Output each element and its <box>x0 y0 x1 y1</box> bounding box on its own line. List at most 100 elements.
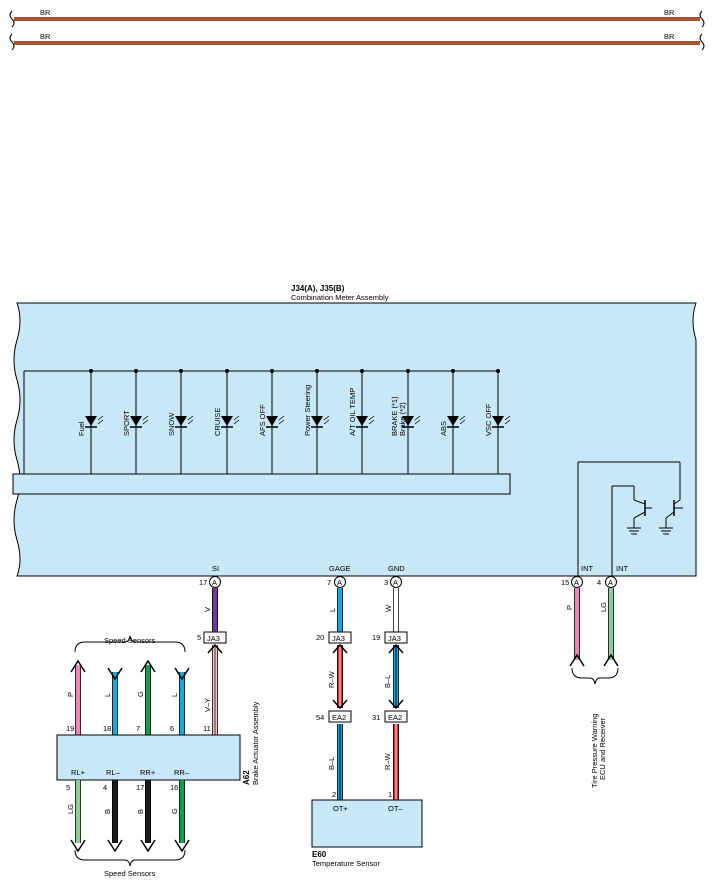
led-icon <box>130 416 142 426</box>
svg-text:L: L <box>170 693 179 697</box>
svg-text:A: A <box>574 578 579 587</box>
svg-text:1: 1 <box>388 790 392 799</box>
tpws-line1: Tire Pressure Warning <box>590 714 599 788</box>
svg-text:EA2: EA2 <box>332 713 346 722</box>
svg-text:RL–: RL– <box>106 768 121 777</box>
svg-text:R–W: R–W <box>327 670 336 688</box>
brake-bottom-wire: RR+ B 17 <box>136 768 156 853</box>
pin-int1-label: INT <box>581 564 594 573</box>
led-icon <box>447 416 459 426</box>
brake-top-wire: G7 <box>136 659 156 735</box>
svg-text:JA3: JA3 <box>207 634 220 643</box>
svg-text:B: B <box>136 809 145 814</box>
brake-bottom-wires: RL+LG5 RL– B 4 RR+ B 17 RR–G16 <box>66 768 190 853</box>
svg-text:G: G <box>136 691 145 697</box>
svg-text:L: L <box>328 608 337 612</box>
int-transistors <box>577 461 683 576</box>
brake-bottom-wire: RL+LG5 <box>66 768 86 853</box>
svg-text:4: 4 <box>103 783 107 792</box>
pin-gage: 7 A <box>327 576 346 588</box>
junction-ja3-si: 5 JA3 <box>197 631 227 644</box>
wire-sp1: V–Y <box>203 643 223 735</box>
wire2-right-label: BR <box>664 32 675 41</box>
svg-text:4: 4 <box>597 578 601 587</box>
led-icon <box>311 416 323 426</box>
led-label: Brake (*2) <box>398 402 407 436</box>
svg-text:6: 6 <box>170 724 174 733</box>
svg-text:3: 3 <box>384 578 388 587</box>
svg-text:RL+: RL+ <box>71 768 86 777</box>
led-label: SNOW <box>167 412 176 436</box>
svg-text:18: 18 <box>103 724 111 733</box>
svg-text:B–L: B–L <box>383 675 392 688</box>
pin-gage-label: GAGE <box>329 564 351 573</box>
led-label: Fuel <box>77 421 86 436</box>
wire-si: V <box>203 588 218 632</box>
svg-text:RR–: RR– <box>174 768 190 777</box>
svg-text:17: 17 <box>199 578 207 587</box>
svg-text:31: 31 <box>372 713 380 722</box>
junction-ea2-right: 31 EA2 <box>372 710 408 723</box>
svg-text:54: 54 <box>316 713 324 722</box>
wire1-left-label: BR <box>40 8 51 17</box>
svg-text:17: 17 <box>136 783 144 792</box>
brake-actuator-box <box>56 734 241 781</box>
brake-actuator-id: A62 <box>242 770 251 785</box>
led-branch: A/T OIL TEMP <box>348 369 375 474</box>
top-wire-1: BR BR <box>9 8 705 28</box>
svg-text:P: P <box>66 692 75 697</box>
pin-si-label: SI <box>212 564 219 573</box>
svg-text:5: 5 <box>197 633 201 642</box>
brake-top-wire: L 18 <box>103 667 123 735</box>
pin-int2-label: INT <box>616 564 629 573</box>
wire-int1: P <box>565 588 585 667</box>
svg-text:OT+: OT+ <box>333 804 348 813</box>
led-branch: AFS OFF <box>258 369 285 474</box>
pin-int2: 4 A <box>597 576 617 588</box>
pin-si: 17 A <box>199 576 221 588</box>
svg-text:L: L <box>103 693 112 697</box>
led-branch: ABS <box>439 369 466 474</box>
led-label: SPORT <box>122 410 131 436</box>
svg-text:Temperature Sensor: Temperature Sensor <box>312 859 380 868</box>
brake-top-wires: P19L18G7L611FL+FL–FR+FR–SP1 <box>66 659 221 747</box>
meter-name-label: Combination Meter Assembly <box>291 293 389 302</box>
svg-text:E60: E60 <box>312 850 327 859</box>
led-branch: CRUISE <box>213 369 240 474</box>
svg-text:R–W: R–W <box>383 752 392 770</box>
pin-gnd-label: GND <box>388 564 405 573</box>
wire-gnd: W <box>384 588 399 632</box>
svg-text:7: 7 <box>136 724 140 733</box>
led-icon <box>402 416 414 426</box>
svg-text:19: 19 <box>372 633 380 642</box>
svg-text:2: 2 <box>332 790 336 799</box>
brake-actuator-name: Brake Actuator Assembly <box>251 701 260 785</box>
led-label: A/T OIL TEMP <box>348 388 357 436</box>
meter-connector-label: J34(A), J35(B) <box>291 284 345 293</box>
wire-gage: L <box>328 588 343 632</box>
wire-bl-lower: B–L <box>327 724 343 800</box>
led-icon <box>85 416 97 426</box>
led-branch: BRAKE (*1)Brake (*2) <box>390 369 421 474</box>
svg-text:A: A <box>608 578 613 587</box>
sp1-pin-num: 11 <box>203 724 211 733</box>
brake-bottom-wire: RR–G16 <box>170 768 190 853</box>
led-branch: SPORT <box>122 369 149 474</box>
wire1-right-label: BR <box>664 8 675 17</box>
led-label: CRUISE <box>213 408 222 436</box>
svg-text:5: 5 <box>66 783 70 792</box>
svg-text:RR+: RR+ <box>140 768 156 777</box>
speed-sensors-top-brace <box>74 635 186 653</box>
svg-text:JA3: JA3 <box>332 634 345 643</box>
svg-text:A: A <box>337 578 342 587</box>
temperature-sensor: 2 1 OT+ OT– E60 Temperature Sensor <box>311 790 423 868</box>
tpws-brace <box>571 667 619 685</box>
svg-text:EA2: EA2 <box>388 713 402 722</box>
wire2-left-label: BR <box>40 32 51 41</box>
svg-text:B: B <box>103 809 112 814</box>
svg-text:7: 7 <box>327 578 331 587</box>
svg-text:19: 19 <box>66 724 74 733</box>
speed-sensors-bottom-brace <box>74 849 186 867</box>
led-icon <box>221 416 233 426</box>
